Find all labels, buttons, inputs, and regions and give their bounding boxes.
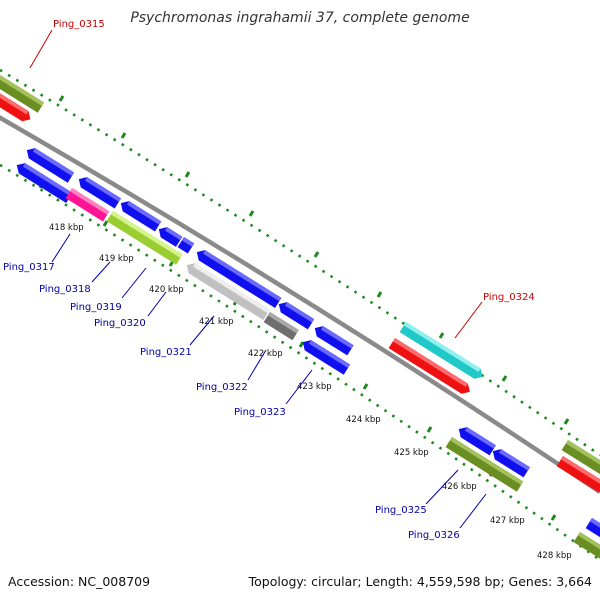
leader-ping-0326 [459,493,487,529]
leader-ping-0320 [147,291,167,317]
major-tick [313,251,320,258]
gene-right-edge-blue[interactable] [585,518,600,539]
gene-ping-0325-b[interactable] [490,446,530,478]
leader-ping-0323 [285,369,313,405]
genome-backbone [0,115,600,494]
gene-ping-0322-blue[interactable] [276,299,315,330]
gene-label-ping-0326[interactable]: Ping_0326 [408,530,460,541]
map-title: Psychromonas ingrahamii 37, complete gen… [130,10,469,26]
tick-label-420: 420 kbp [149,285,184,295]
gene-ping-0319-lime[interactable] [106,211,183,265]
leader-ping-0315 [29,29,53,69]
tick-labels: 418 kbp 419 kbp 420 kbp 421 kbp 422 kbp … [49,223,572,561]
gene-right-edge-red[interactable] [556,456,600,493]
gene-ping-0321-silver[interactable] [184,260,270,320]
major-tick [376,291,383,298]
gene-right-edge-olive-low[interactable] [573,532,600,564]
genome-summary-text: Topology: circular; Length: 4,559,598 bp… [248,574,592,589]
label-leader-lines [29,29,487,529]
gene-label-ping-0319[interactable]: Ping_0319 [70,302,122,313]
inner-tick-track [0,163,600,562]
leader-ping-0321 [189,315,215,346]
major-tick [248,210,255,217]
gene-ping-0317-b[interactable] [14,160,73,204]
gene-label-ping-0317[interactable]: Ping_0317 [3,262,55,273]
tick-label-427: 427 kbp [490,516,525,526]
gene-ping-0317-a[interactable] [24,145,75,183]
major-tick [563,418,570,425]
gene-ping-0323-a[interactable] [312,323,354,356]
major-tick [426,426,433,433]
tick-label-419: 419 kbp [99,254,134,264]
gene-ping-0319-blue[interactable] [118,198,162,232]
gene-ping-0324-cyan[interactable] [399,322,486,382]
leader-ping-0318 [91,261,111,283]
leader-ping-0322 [247,349,267,381]
outer-strand-genes [0,75,600,493]
tick-label-422: 422 kbp [248,349,283,359]
outer-tick-track [0,68,600,457]
tick-label-428: 428 kbp [537,551,572,561]
leader-ping-0325 [425,469,459,505]
tick-label-426: 426 kbp [442,482,477,492]
gene-ping-0315-olive[interactable] [0,75,45,113]
gene-label-ping-0315[interactable]: Ping_0315 [53,19,105,30]
major-tick [438,332,445,339]
gene-ping-0324-red[interactable] [388,338,473,397]
major-tick [501,375,508,382]
tick-label-425: 425 kbp [394,448,429,458]
major-tick [184,171,191,178]
tick-label-423: 423 kbp [297,382,332,392]
major-tick [102,220,109,227]
gene-ping-0323-b[interactable] [300,337,351,375]
gene-label-ping-0323[interactable]: Ping_0323 [234,407,286,418]
major-tick [120,132,127,139]
accession-text: Accession: NC_008709 [8,574,150,589]
gene-label-ping-0322[interactable]: Ping_0322 [196,382,248,393]
gene-ping-0320-a[interactable] [156,224,183,247]
gene-ping-0321-blue[interactable] [194,247,282,309]
leader-ping-0319 [121,267,147,299]
tick-tracks [0,68,600,562]
gene-ping-0326-olive[interactable] [445,437,524,492]
gene-ping-0320-b[interactable] [177,237,195,254]
gene-label-ping-0321[interactable]: Ping_0321 [140,347,192,358]
gene-labels: Ping_0315 Ping_0317 Ping_0318 Ping_0319 … [3,19,535,541]
leader-ping-0317 [51,233,71,263]
major-tick [58,95,65,102]
tick-label-421: 421 kbp [199,317,234,327]
major-tick [298,341,305,348]
gene-ping-0318-pink[interactable] [65,188,110,222]
tick-label-424: 424 kbp [346,415,381,425]
gene-label-ping-0325[interactable]: Ping_0325 [375,505,427,516]
gene-ping-0322-gray[interactable] [263,312,299,341]
gene-right-edge-olive[interactable] [561,440,600,477]
gene-ping-0315-red[interactable] [0,92,34,124]
gene-ping-0318-blue[interactable] [76,174,122,209]
gene-label-ping-0320[interactable]: Ping_0320 [94,318,146,329]
leader-ping-0324 [454,301,483,339]
inner-strand-genes [14,145,600,564]
gene-label-ping-0324[interactable]: Ping_0324 [483,292,535,303]
gene-label-ping-0318[interactable]: Ping_0318 [39,284,91,295]
major-tick [362,383,369,390]
gene-ping-0325-a[interactable] [456,424,496,456]
tick-label-418: 418 kbp [49,223,84,233]
major-tick [550,514,557,521]
